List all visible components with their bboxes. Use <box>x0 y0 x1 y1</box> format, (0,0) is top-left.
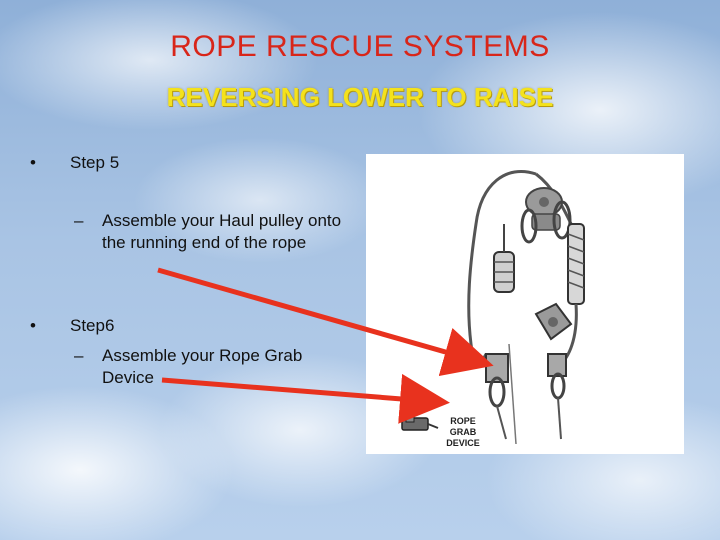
sub-bullet-text: Assemble your Rope Grab Device <box>102 346 303 387</box>
bullet-step-5: • Step 5 <box>30 153 230 175</box>
rope-grab-label-line-2: GRAB <box>449 427 477 437</box>
sub-bullet-marker: – <box>74 346 84 365</box>
bullet-text: Step6 <box>70 316 115 335</box>
slide-title: ROPE RESCUE SYSTEMS <box>170 30 550 63</box>
rope-grab-label-line-1: ROPE <box>450 416 476 426</box>
bullet-step-6: • Step6 <box>30 316 230 338</box>
bullet-marker: • <box>30 153 36 172</box>
bullet-marker: • <box>30 316 36 335</box>
rope-grab-label-line-3: DEVICE <box>446 438 480 448</box>
sub-bullet-rope-grab: – Assemble your Rope Grab Device <box>74 345 364 393</box>
rope-grab-label: ROPE GRAB DEVICE <box>438 416 488 449</box>
slide-subtitle: REVERSING LOWER TO RAISE <box>166 82 554 112</box>
sub-bullet-haul-pulley: – Assemble your Haul pulley onto the run… <box>74 210 364 280</box>
bullet-text: Step 5 <box>70 153 120 172</box>
sub-bullet-text: Assemble your Haul pulley onto the runni… <box>102 211 342 252</box>
haul-system-illustration <box>401 169 585 445</box>
sub-bullet-marker: – <box>74 211 84 230</box>
haul-system-diagram: ROPE GRAB DEVICE <box>366 154 684 454</box>
